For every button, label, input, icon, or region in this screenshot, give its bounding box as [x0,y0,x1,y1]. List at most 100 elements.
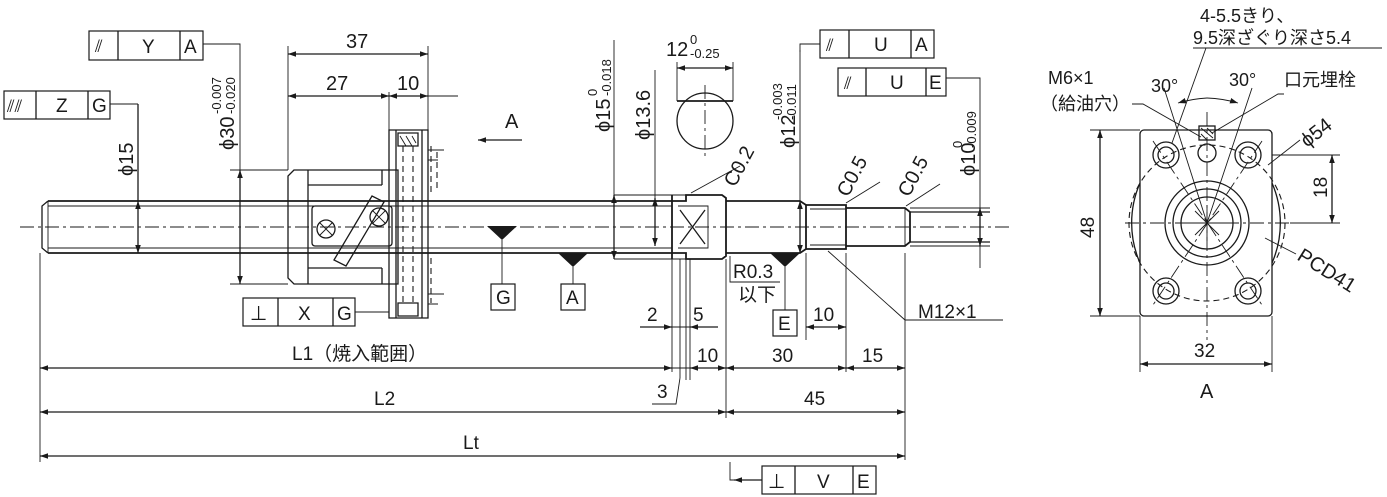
frame-u-a: ⫽ U A [799,29,935,59]
svg-text:G: G [92,96,107,117]
nut-flange [388,129,429,319]
dim-30: 30 [772,346,793,367]
side-view: A G A E 37 27 10 ϕ30 -0.007 -0.02 [3,29,1010,495]
svg-text:Z: Z [56,96,68,117]
datum-box-a [560,283,586,311]
dim-phi10: ϕ10 [958,143,980,176]
datum-box-e [772,309,798,337]
hole-note-line1: 4-5.5きり、 [1200,6,1294,26]
return-tube [333,195,385,267]
datum-g: G [496,288,511,309]
dim-32: 32 [1194,341,1215,362]
dim-r03: R0.3 [733,262,773,283]
dim-48: 48 [1078,217,1099,238]
m6-label: M6×1 [1048,68,1094,88]
nut-body [287,169,399,285]
dim-c05-a: C0.5 [833,153,872,201]
flange-view: 4-5.5きり、 9.5深ざぐり深さ5.4 M6×1 （給油穴） 30° 30°… [1040,6,1382,403]
pcd-label: PCD41 [1293,245,1359,298]
m6-note: （給油穴） [1040,94,1130,114]
dim-phi15-right: ϕ15 [593,99,615,132]
dim-5: 5 [693,305,704,326]
dim-37: 37 [346,31,368,53]
mounting-holes [1152,141,1262,305]
bearing-journal [672,194,727,260]
dim-r03-note: 以下 [738,285,776,306]
dim-45: 45 [804,389,825,410]
plug-note: 口元埋栓 [1284,70,1356,90]
flange-view-label: A [1200,381,1214,403]
dim-L2: L2 [374,389,395,410]
flange-outline [1139,129,1273,317]
dim-10-flange: 10 [397,73,419,95]
dim-12: 12 [666,39,688,61]
view-arrow-label: A [505,111,519,133]
dim-phi30: ϕ30 [217,117,239,150]
datum-a: A [566,288,579,309]
datum-triangle-g [487,226,517,240]
dim-phi15-left: ϕ15 [116,143,138,176]
frame-v-e-symbol: ⊥ [768,471,785,493]
svg-text:A: A [184,37,197,58]
frame-x-g: ⊥ X G [242,297,389,327]
tube-screw-left [316,219,336,239]
frame-u-a-symbol: ⫽ [825,36,834,55]
frame-u-e: ⫽ U E [837,67,981,208]
shaft-left-end [41,200,49,254]
frame-x-g-symbol: ⊥ [250,303,267,325]
dim-18: 18 [1311,177,1332,198]
datum-triangle-e [770,253,800,267]
dim-15: 15 [862,346,883,367]
shaft-phi10 [846,207,911,247]
flange-hidden-holes [402,146,414,303]
dim-phi12-tol-lo: -0.011 [784,84,799,120]
datum-e: E [778,314,791,335]
dim-phi13-6: ϕ13.6 [633,90,655,140]
svg-text:U: U [890,73,904,94]
dim-10-step: 10 [697,346,718,367]
dim-2: 2 [647,305,658,326]
return-tube-plate [311,205,393,247]
svg-text:V: V [817,472,830,493]
frame-z-g-symbol: ⫽⫽ [6,97,23,116]
dim-phi15-tol-lo: -0.018 [599,59,614,96]
svg-text:U: U [874,35,888,56]
dim-phi30-tol-up: -0.007 [209,77,224,114]
dim-phi10-tol-up: 0 [950,141,965,148]
dim-10-m12: 10 [813,305,834,326]
dim-c02: C0.2 [720,143,759,191]
svg-text:E: E [857,472,870,493]
tube-screw-right [369,207,389,227]
svg-text:Y: Y [142,37,155,58]
dim-Lt: Lt [463,433,480,454]
phi54-label: ϕ54 [1297,114,1337,152]
frame-z-g: ⫽⫽ Z G [3,90,138,120]
shaft-m12 [806,204,847,250]
dim-phi12: ϕ12 [778,115,800,148]
bearing-seat-mark [679,209,706,245]
datum-triangle-a [558,253,588,267]
svg-text:G: G [337,304,352,325]
dim-12-tol-up: 0 [690,32,697,47]
svg-text:E: E [929,73,942,94]
frame-y-a-symbol: ⫽ [94,37,103,56]
dim-phi15-tol-up: 0 [585,89,600,96]
dim-L1: L1（焼入範囲） [292,343,427,365]
dim-3: 3 [657,382,668,403]
frame-y-a: ⫽ Y A [88,30,241,170]
dim-m12: M12×1 [918,302,977,323]
dim-phi30-tol-lo: -0.020 [223,77,238,114]
frame-v-e: ⊥ V E [729,462,877,495]
dim-c05-b: C0.5 [894,153,933,201]
angle-label-b: 30° [1229,70,1256,90]
svg-text:A: A [915,35,928,56]
shaft-end-extension [910,211,990,243]
hole-note-line2: 9.5深ざぐり深さ5.4 [1193,27,1351,48]
dim-12-tol-lo: -0.25 [690,46,720,61]
angle-label-a: 30° [1151,76,1178,96]
frame-u-e-symbol: ⫽ [843,74,852,93]
dim-phi10-tol-lo: -0.009 [964,111,979,148]
dim-27: 27 [326,73,348,95]
dim-phi12-tol-up: -0.003 [770,83,785,120]
